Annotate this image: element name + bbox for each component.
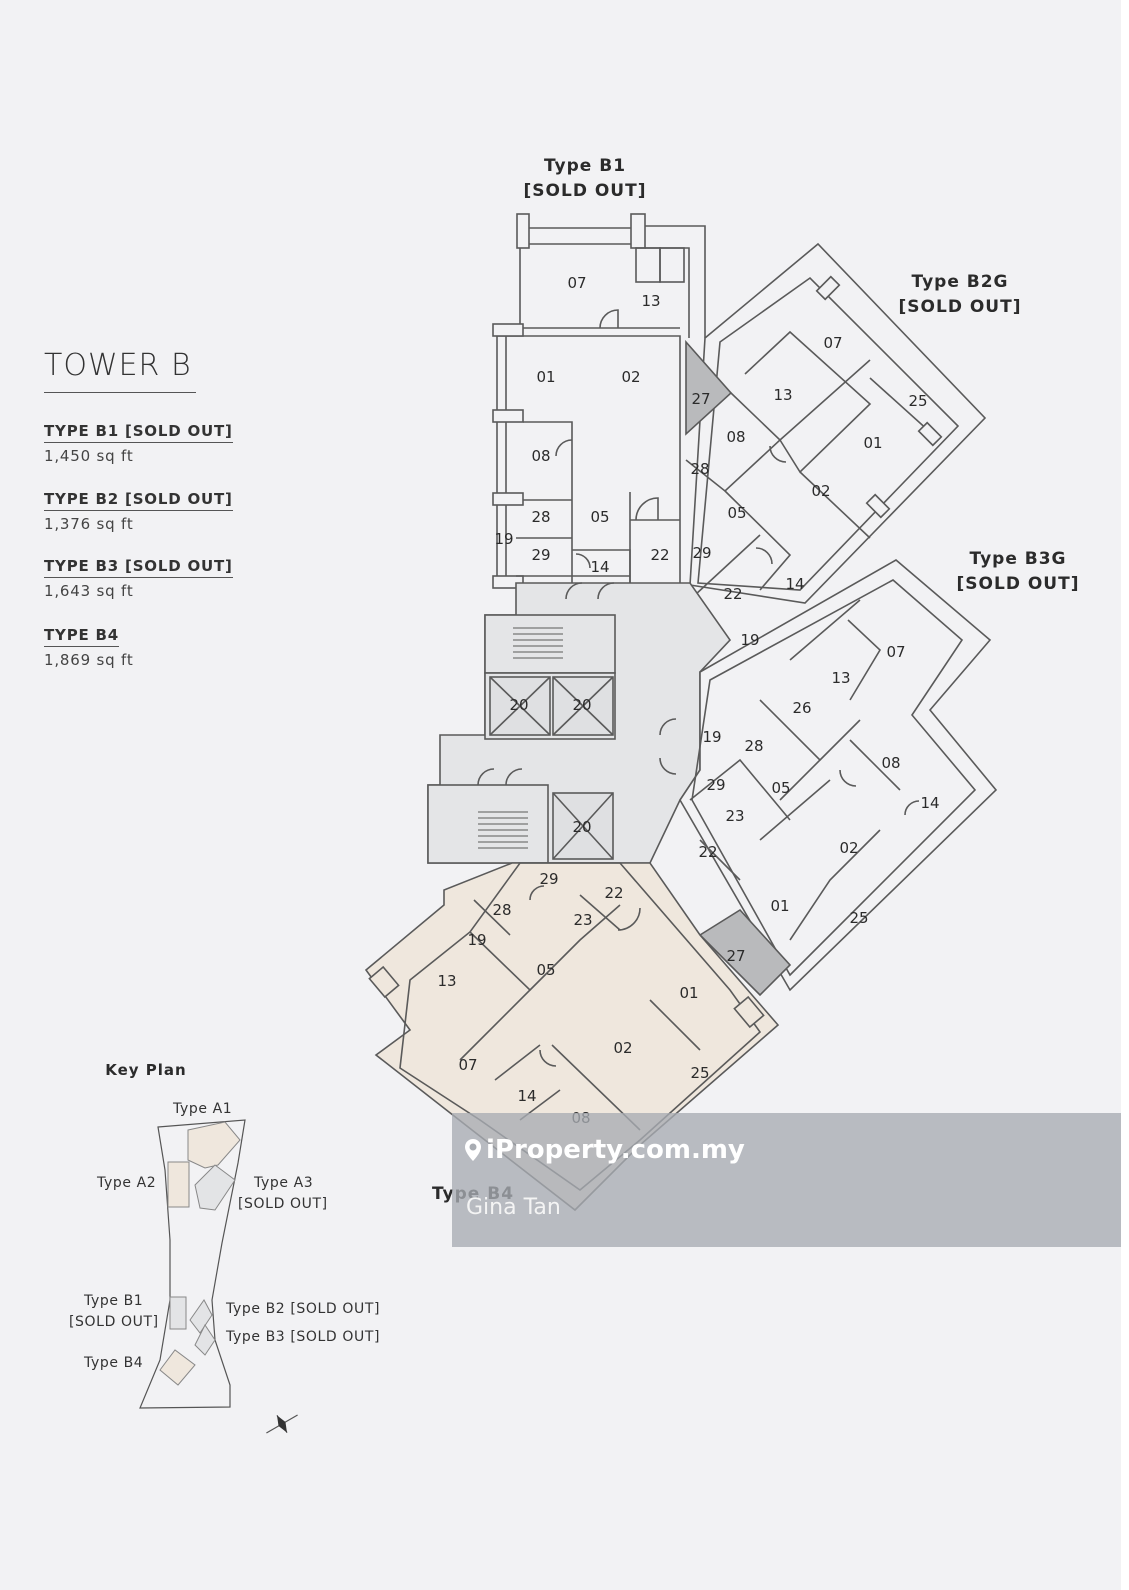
- key-label-a1: Type A1: [172, 1101, 232, 1117]
- plan-label-b1-line2: [SOLD OUT]: [524, 181, 647, 201]
- type-name: TYPE B1 [SOLD OUT]: [44, 422, 233, 443]
- plan-label-b2g-line1: Type B2G: [911, 272, 1008, 292]
- room-number: 28: [492, 901, 511, 919]
- room-number: 27: [691, 390, 710, 408]
- key-label-b1-line1: Type B1: [83, 1293, 143, 1309]
- key-label-b1-line2: [SOLD OUT]: [69, 1314, 159, 1330]
- room-number: 28: [690, 460, 709, 478]
- room-number: 14: [785, 575, 804, 593]
- room-number: 14: [517, 1087, 536, 1105]
- room-number: 20: [572, 818, 591, 836]
- room-number: 08: [726, 428, 745, 446]
- plan-label-b1-line1: Type B1: [544, 156, 626, 176]
- room-number: 07: [823, 334, 842, 352]
- room-number: 29: [531, 546, 550, 564]
- room-number: 01: [863, 434, 882, 452]
- unit-b2g-outline: [685, 242, 987, 604]
- tower-title: TOWER B: [44, 348, 192, 383]
- type-area: 1,450 sq ft: [44, 447, 134, 465]
- room-number: 05: [727, 504, 746, 522]
- key-label-a2: Type A2: [96, 1175, 156, 1191]
- room-number: 13: [641, 292, 660, 310]
- location-pin-icon: [465, 1139, 481, 1161]
- room-number: 19: [494, 530, 513, 548]
- type-name: TYPE B2 [SOLD OUT]: [44, 490, 233, 511]
- watermark-logo: iProperty.com.my: [464, 1135, 745, 1165]
- type-area: 1,869 sq ft: [44, 651, 134, 669]
- room-number: 07: [567, 274, 586, 292]
- room-number: 22: [698, 843, 717, 861]
- watermark-brand: iProperty.com.my: [486, 1135, 745, 1165]
- room-number: 22: [604, 884, 623, 902]
- watermark-agent: Gina Tan: [466, 1195, 561, 1220]
- room-number: 13: [773, 386, 792, 404]
- room-number: 25: [908, 392, 927, 410]
- room-number: 26: [792, 699, 811, 717]
- room-number: 13: [437, 972, 456, 990]
- room-number: 20: [572, 696, 591, 714]
- room-number: 01: [536, 368, 555, 386]
- room-number: 05: [771, 779, 790, 797]
- room-number: 08: [881, 754, 900, 772]
- room-number: 28: [531, 508, 550, 526]
- room-number: 19: [740, 631, 759, 649]
- room-number: 02: [839, 839, 858, 857]
- type-entry-b3: TYPE B3 [SOLD OUT] 1,643 sq ft: [44, 556, 233, 600]
- room-number: 19: [702, 728, 721, 746]
- title-underline: [44, 392, 196, 393]
- room-number: 02: [621, 368, 640, 386]
- key-label-a3-line2: [SOLD OUT]: [238, 1196, 328, 1212]
- room-number: 20: [509, 696, 528, 714]
- room-number: 23: [573, 911, 592, 929]
- plan-label-b3g-line1: Type B3G: [969, 549, 1066, 569]
- watermark-banner: iProperty.com.my Gina Tan: [452, 1113, 1129, 1247]
- room-number: 25: [690, 1064, 709, 1082]
- key-plan-title: Key Plan: [105, 1061, 186, 1079]
- room-number: 02: [811, 482, 830, 500]
- room-number: 25: [849, 909, 868, 927]
- room-number: 29: [706, 776, 725, 794]
- room-number: 07: [458, 1056, 477, 1074]
- plan-label-b3g-line2: [SOLD OUT]: [957, 574, 1080, 594]
- room-number: 14: [590, 558, 609, 576]
- room-number: 13: [831, 669, 850, 687]
- room-number: 27: [726, 947, 745, 965]
- page-edge: [1121, 0, 1129, 1590]
- type-entry-b2: TYPE B2 [SOLD OUT] 1,376 sq ft: [44, 489, 233, 533]
- room-number: 22: [650, 546, 669, 564]
- type-entry-b4: TYPE B4 1,869 sq ft: [44, 625, 134, 669]
- room-number: 02: [613, 1039, 632, 1057]
- room-number: 08: [531, 447, 550, 465]
- key-label-a3-line1: Type A3: [253, 1175, 313, 1191]
- type-area: 1,376 sq ft: [44, 515, 134, 533]
- room-number: 19: [467, 931, 486, 949]
- unit-b3g-outline: [679, 559, 998, 997]
- room-number: 01: [679, 984, 698, 1002]
- room-number: 22: [723, 585, 742, 603]
- type-area: 1,643 sq ft: [44, 582, 134, 600]
- type-name: TYPE B3 [SOLD OUT]: [44, 557, 233, 578]
- room-number: 07: [886, 643, 905, 661]
- room-number: 05: [536, 961, 555, 979]
- room-number: 01: [770, 897, 789, 915]
- room-number: 29: [692, 544, 711, 562]
- room-number: 29: [539, 870, 558, 888]
- key-label-b2: Type B2 [SOLD OUT]: [225, 1301, 380, 1317]
- room-number: 28: [744, 737, 763, 755]
- type-entry-b1: TYPE B1 [SOLD OUT] 1,450 sq ft: [44, 421, 233, 465]
- plan-label-b2g-line2: [SOLD OUT]: [899, 297, 1022, 317]
- unit-b1-outline: [492, 213, 706, 589]
- key-plan: Key Plan Type A1 Type A2 Type A3 [SOLD O…: [69, 1061, 380, 1434]
- room-number: 14: [920, 794, 939, 812]
- north-arrow-icon: [266, 1414, 298, 1434]
- type-name: TYPE B4: [44, 626, 120, 647]
- core-area: [427, 582, 732, 864]
- key-label-b3: Type B3 [SOLD OUT]: [225, 1329, 380, 1345]
- room-number: 23: [725, 807, 744, 825]
- room-number: 05: [590, 508, 609, 526]
- key-label-b4: Type B4: [83, 1355, 143, 1371]
